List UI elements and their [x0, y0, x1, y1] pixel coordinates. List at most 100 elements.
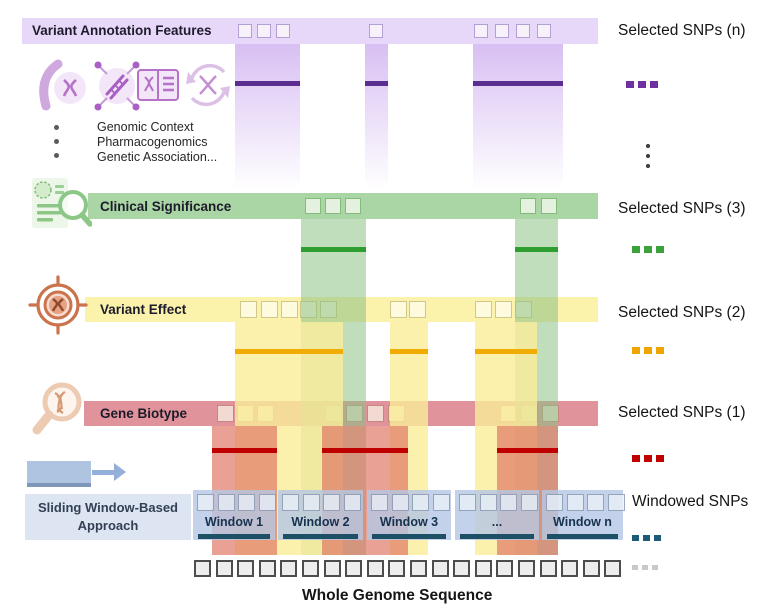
genome-snp-square	[475, 560, 492, 577]
window-baseline	[547, 534, 618, 539]
annotation-item-genomic-context: Genomic Context	[97, 120, 194, 134]
windowed-snp-square	[459, 494, 476, 511]
windowed-snp-square	[282, 494, 299, 511]
ellipsis-dot	[656, 347, 664, 354]
genome-snp-square	[216, 560, 233, 577]
genome-snp-square	[432, 560, 449, 577]
snp-square	[520, 198, 536, 214]
windowed-snp-square	[587, 494, 604, 511]
sliding-approach-line2: Approach	[77, 518, 139, 533]
snp-square	[238, 24, 252, 38]
clinical-selection-line	[301, 247, 366, 252]
snp-square	[345, 198, 361, 214]
snp-square	[409, 301, 426, 318]
snp-square	[495, 24, 509, 38]
genome-snp-square	[345, 560, 362, 577]
windowed-snp-square	[607, 494, 625, 511]
effect-selection-line	[475, 349, 537, 354]
vertical-ellipsis-dot	[646, 144, 650, 148]
genome-snp-square	[540, 560, 557, 577]
snp-square	[475, 301, 492, 318]
slide-arrow-icon	[92, 470, 114, 475]
sliding-approach-line1: Sliding Window-Based	[38, 500, 178, 516]
selected-snps-2-label: Selected SNPs (2)	[618, 304, 746, 321]
bullet-dot	[54, 125, 59, 130]
annotation-column-band	[473, 44, 563, 190]
snp-square	[217, 405, 234, 422]
clinical-significance-label: Clinical Significance	[100, 199, 232, 214]
genome-snp-square	[453, 560, 470, 577]
windowed-snp-square	[217, 494, 235, 511]
windowed-snp-square	[566, 494, 584, 511]
sliding-window-icon	[27, 461, 91, 483]
windowed-snp-square	[323, 494, 340, 511]
window-label: Window 1	[204, 515, 264, 529]
windowed-snps-label: Windowed SNPs	[632, 493, 749, 510]
effect-selection-line	[390, 349, 428, 354]
ellipsis-dot	[643, 535, 650, 541]
window-baseline	[198, 534, 270, 539]
gene-reference-book-icon	[137, 69, 179, 101]
ellipsis-dot	[644, 246, 652, 253]
genome-snp-square	[583, 560, 600, 577]
snp-square	[516, 24, 530, 38]
window-label: ...	[491, 515, 503, 529]
snp-square	[474, 24, 488, 38]
window-baseline	[372, 534, 446, 539]
genome-snp-square	[388, 560, 405, 577]
ellipsis-dot	[650, 81, 658, 88]
ellipsis-dot	[632, 347, 640, 354]
biotype-selection-line	[322, 448, 408, 453]
dna-network-icon	[94, 61, 140, 111]
snp-square	[257, 24, 271, 38]
annotation-item-genetic-association: Genetic Association...	[97, 150, 218, 164]
ellipsis-dot	[656, 455, 664, 462]
ellipsis-dot	[652, 565, 658, 570]
genome-snp-square	[496, 560, 513, 577]
snp-square	[325, 198, 341, 214]
sliding-window-icon-base	[27, 483, 91, 487]
windowed-snp-square	[432, 494, 450, 511]
clinical-report-magnifier-icon	[32, 178, 92, 228]
effect-selection-line	[235, 349, 343, 354]
snp-square	[240, 301, 257, 318]
ellipsis-dot	[654, 535, 661, 541]
snp-square	[305, 198, 321, 214]
snp-square	[541, 198, 557, 214]
windowed-snp-square	[479, 494, 497, 511]
snp-square	[281, 301, 298, 318]
clinical-significance-bar	[88, 193, 598, 219]
genome-snp-square	[194, 560, 211, 577]
genome-snp-square	[410, 560, 427, 577]
chromosome-arc-icon	[39, 59, 86, 111]
ellipsis-dot	[638, 81, 646, 88]
window-label: Window n	[553, 515, 612, 529]
slide-arrow-head-icon	[114, 463, 126, 481]
annotation-column-band	[365, 44, 388, 190]
genome-snp-square	[259, 560, 276, 577]
snp-square	[390, 301, 407, 318]
genome-snp-square	[280, 560, 297, 577]
ellipsis-dot	[632, 246, 640, 253]
vertical-ellipsis-dot	[646, 154, 650, 158]
genome-snp-square	[367, 560, 384, 577]
variant-effect-label: Variant Effect	[100, 302, 187, 317]
windowed-snp-square	[371, 494, 388, 511]
selected-snps-n-label: Selected SNPs (n)	[618, 22, 746, 39]
windowed-snp-square	[546, 494, 563, 511]
windowed-snp-square	[343, 494, 361, 511]
clinical-selection-line	[515, 247, 558, 252]
gene-biotype-label: Gene Biotype	[100, 406, 188, 421]
genome-snp-square	[561, 560, 578, 577]
annotation-selection-line	[473, 81, 563, 86]
windowed-snp-square	[391, 494, 409, 511]
genome-snp-square	[237, 560, 254, 577]
snp-square	[367, 405, 384, 422]
genome-snp-square	[518, 560, 535, 577]
variant-annotation-label: Variant Annotation Features	[32, 23, 212, 38]
snp-square	[495, 301, 512, 318]
windowed-snp-square	[520, 494, 538, 511]
variant-target-icon	[28, 275, 88, 335]
snp-square	[537, 24, 551, 38]
